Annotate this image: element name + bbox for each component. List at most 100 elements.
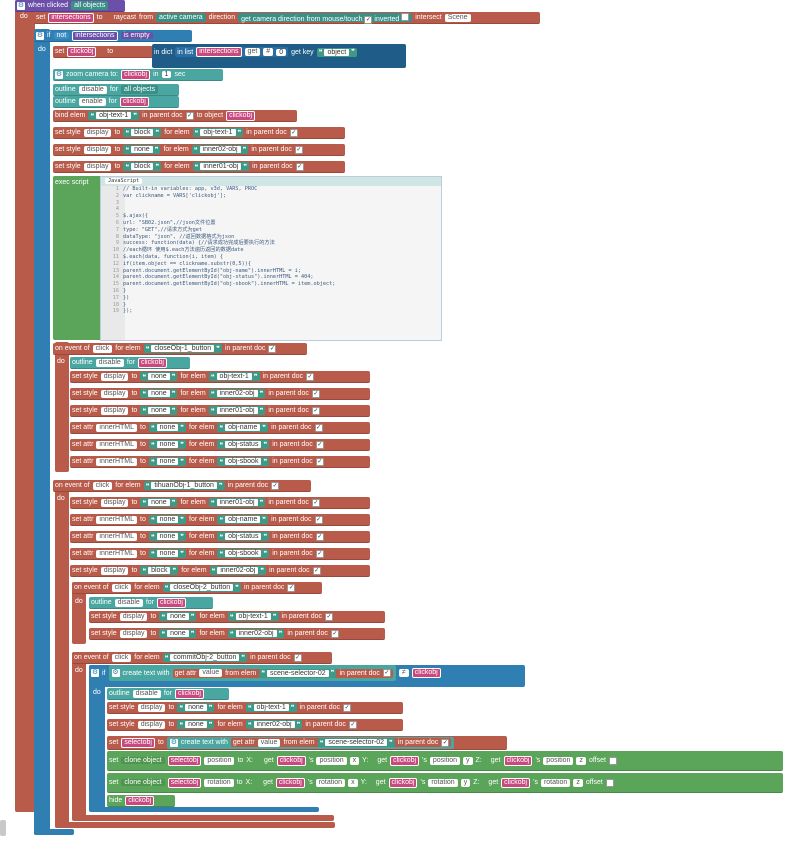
checked-icon[interactable]: ✓	[315, 532, 324, 541]
code-line[interactable]: 6 url: "SB02.json",//json文件位置	[115, 219, 216, 226]
elem-string[interactable]: ❝obj-sbook❞	[217, 549, 270, 558]
ev1-outline[interactable]: outline disable for clickobj	[70, 357, 190, 369]
elem-string[interactable]: ❝obj-status❞	[217, 532, 270, 541]
property-dropdown[interactable]: display	[100, 389, 129, 398]
hide-row[interactable]: hide clickobj	[107, 795, 175, 807]
intersections-var[interactable]: intersections	[48, 12, 94, 23]
code-editor[interactable]: JavaScript 1// Built-in variables: app, …	[100, 176, 442, 341]
code-line[interactable]: 18 }	[112, 301, 127, 308]
checked-icon[interactable]: ✓	[311, 389, 320, 398]
checked-icon[interactable]: ✓	[306, 372, 314, 381]
property-dropdown[interactable]: display	[137, 703, 166, 712]
elem-string[interactable]: ❝inner02-obj❞	[227, 629, 285, 638]
code-line[interactable]: 8 dataType: "json", //返回数据格式为json	[115, 233, 235, 240]
elem-string[interactable]: ❝inner01-obj❞	[208, 498, 266, 507]
value-string[interactable]: ❝none❞	[148, 440, 187, 449]
checked-icon[interactable]: ✓	[289, 128, 298, 137]
value-string[interactable]: ❝none❞	[177, 720, 215, 729]
in-list-block[interactable]: in list intersections get # 0	[175, 47, 289, 57]
code-line[interactable]: 14 parent.document.getElementById("obj-s…	[112, 274, 314, 281]
outline-disable-row[interactable]: outline disable for all objects	[53, 84, 179, 96]
value-string[interactable]: ❝none❞	[177, 703, 215, 712]
property-dropdown[interactable]: display	[100, 566, 129, 575]
in-dict-row[interactable]: in dict in list intersections get # 0 ge…	[152, 46, 406, 58]
gear-icon[interactable]: ⚙	[17, 1, 25, 10]
if-row[interactable]: ⚙ if not intersections is empty	[34, 30, 192, 42]
value-string[interactable]: ❝block❞	[123, 162, 162, 171]
intersections-var[interactable]: intersections	[72, 30, 118, 41]
gear-icon[interactable]: ⚙	[55, 70, 63, 79]
code-line[interactable]: 10 //each循环 使用$.each方法遍历返回的数据date	[112, 247, 244, 254]
checked-icon[interactable]: ✓	[315, 457, 324, 466]
all-objects-pill[interactable]: all objects	[71, 1, 109, 10]
elem-string[interactable]: ❝inner02-obj❞	[209, 566, 267, 575]
elem-string[interactable]: ❝obj-name❞	[217, 423, 269, 432]
set-clickobj-row[interactable]: set clickobj to	[53, 46, 153, 58]
elem-string[interactable]: ❝obj-sbook❞	[217, 457, 270, 466]
property-dropdown[interactable]: innerHTML	[96, 423, 138, 432]
ev1-header[interactable]: on event of click for elem ❝closeObj-1_b…	[53, 343, 307, 355]
code-line[interactable]: 15 parent.document.getElementById("obj-s…	[112, 281, 336, 288]
code-line[interactable]: 1// Built-in variables: app, v3d, VARS, …	[115, 186, 258, 192]
checked-icon[interactable]: ✓	[314, 423, 323, 432]
checked-icon[interactable]: ✓	[325, 612, 333, 621]
value-string[interactable]: ❝none❞	[159, 612, 197, 621]
outline-enable-row[interactable]: outline enable for clickobj	[53, 96, 179, 108]
property-dropdown[interactable]: innerHTML	[96, 457, 138, 466]
checked-icon[interactable]: ✓	[294, 145, 303, 154]
value-string[interactable]: ❝none❞	[140, 498, 178, 507]
value-string[interactable]: ❝block❞	[140, 566, 179, 575]
property-dropdown[interactable]: display	[83, 162, 112, 171]
property-dropdown[interactable]: display	[83, 145, 112, 154]
ev2-header[interactable]: on event of click for elem ❝tihuanObj-1_…	[53, 480, 311, 492]
property-dropdown[interactable]: display	[100, 498, 129, 507]
raycast-row[interactable]: set intersections to raycast from active…	[34, 12, 540, 24]
checked-icon[interactable]: ✓	[343, 703, 351, 712]
value-string[interactable]: ❝none❞	[148, 515, 187, 524]
elem-string[interactable]: ❝obj-name❞	[217, 515, 269, 524]
code-line[interactable]: 5$.ajax({	[115, 213, 148, 220]
bind-elem-row[interactable]: bind elem ❝obj-text-1❞ in parent doc✓ to…	[53, 110, 297, 122]
property-dropdown[interactable]: innerHTML	[96, 440, 138, 449]
property-dropdown[interactable]: display	[100, 406, 129, 415]
code-line[interactable]: 11 $.each(data, function(i, item) {	[112, 253, 223, 260]
clickobj-var[interactable]: clickobj	[67, 46, 97, 57]
object-key-string[interactable]: ❝object❞	[316, 47, 357, 57]
set-selectobj-row[interactable]: set selectobj to ⚙ create text with get …	[107, 736, 507, 750]
property-dropdown[interactable]: innerHTML	[96, 515, 138, 524]
when-clicked-block[interactable]: ⚙ when clicked all objects	[15, 0, 125, 12]
property-dropdown[interactable]: display	[119, 629, 148, 638]
checked-icon[interactable]: ✓	[295, 162, 304, 171]
property-dropdown[interactable]: innerHTML	[96, 549, 138, 558]
ev4-header[interactable]: on event of click for elem ❝commitObj-2_…	[72, 652, 332, 664]
checked-icon[interactable]: ✓	[312, 566, 321, 575]
code-line[interactable]: 19});	[112, 308, 133, 315]
value-string[interactable]: ❝none❞	[159, 629, 197, 638]
gear-icon[interactable]: ⚙	[36, 31, 44, 40]
code-line[interactable]: 3	[115, 199, 119, 206]
checked-icon[interactable]: ✓	[315, 440, 324, 449]
code-line[interactable]: 12 if(item.object == clickname.substr(0,…	[112, 260, 252, 267]
value-string[interactable]: ❝block❞	[123, 128, 162, 137]
value-string[interactable]: ❝none❞	[148, 532, 187, 541]
